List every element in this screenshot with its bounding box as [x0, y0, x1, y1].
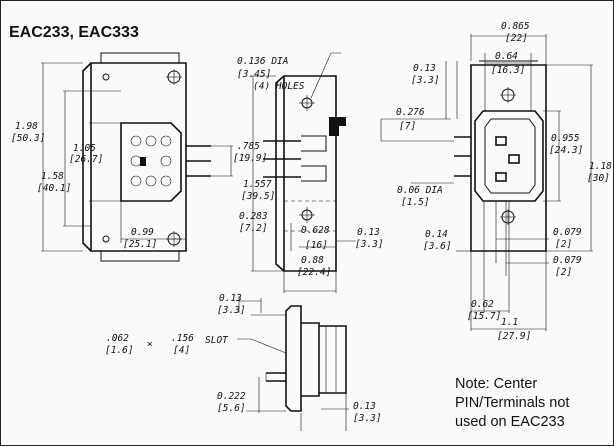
- right-b1-mm: [3.6]: [423, 241, 452, 252]
- right-pin-dia-in: 0.06 DIA: [397, 185, 443, 196]
- side-c-mm: [3.3]: [355, 239, 384, 250]
- right-pin-in: 0.276: [396, 107, 425, 118]
- right-r1-mm: [24.3]: [549, 145, 583, 156]
- side-hole-note: (4) HOLES: [253, 81, 305, 92]
- slot-label: SLOT: [205, 335, 229, 346]
- side-c-in: 0.13: [357, 227, 380, 238]
- bottom-top-mm: [3.3]: [217, 305, 246, 316]
- front-mid-mm: [40.1]: [37, 183, 71, 194]
- bottom-top-in: 0.13: [219, 293, 242, 304]
- right-b5-mm: [27.9]: [497, 331, 531, 342]
- right-b3-mm: [2]: [555, 267, 572, 278]
- front-height-mm: [50.3]: [11, 133, 45, 144]
- right-b2-in: 0.079: [553, 227, 582, 238]
- right-left-in: 0.13: [413, 63, 436, 74]
- side-d-in: 0.88: [301, 255, 324, 266]
- right-r2-in: 1.18: [589, 161, 612, 172]
- side-height-in: 1.557: [243, 179, 272, 190]
- front-inner-mm: [26.7]: [69, 154, 103, 165]
- bottom-br-in: 0.13: [353, 401, 376, 412]
- bottom-pin-in: 0.222: [217, 391, 246, 402]
- front-pin-mm: [19.9]: [233, 153, 267, 164]
- right-b5-in: 1.1: [501, 317, 518, 328]
- bottom-view: [237, 298, 349, 431]
- slot-a-mm: [1.6]: [105, 345, 134, 356]
- front-width-in: 0.99: [131, 227, 154, 238]
- front-pin-in: .785: [237, 141, 260, 152]
- side-hole-dia-mm: [3.45]: [237, 69, 271, 80]
- right-b4-mm: [15.7]: [467, 311, 501, 322]
- slot-a-in: .062: [106, 333, 129, 344]
- side-hole-dia-in: 0.136 DIA: [237, 56, 288, 67]
- right-top-mm: [22]: [505, 33, 528, 44]
- right-r2-mm: [30]: [587, 173, 610, 184]
- right-b3-in: 0.079: [553, 255, 582, 266]
- right-top-in: 0.865: [501, 21, 530, 32]
- right-b2-mm: [2]: [555, 239, 572, 250]
- side-b-in: 0.628: [301, 225, 330, 236]
- right-left-mm: [3.3]: [411, 75, 440, 86]
- side-a-in: 0.283: [239, 211, 268, 222]
- right-pin-mm: [7]: [399, 121, 416, 132]
- slot-b-in: .156: [171, 333, 194, 344]
- side-view: [251, 52, 356, 293]
- front-view: [41, 52, 233, 262]
- front-inner-in: 1.05: [73, 143, 96, 154]
- side-a-mm: [7.2]: [239, 223, 268, 234]
- diagram-title: EAC233, EAC333: [9, 24, 139, 41]
- right-view: [380, 34, 593, 331]
- side-b-mm: [16]: [305, 240, 328, 251]
- front-width-mm: [25.1]: [123, 239, 157, 250]
- slot-b-mm: [4]: [173, 345, 190, 356]
- note-line-2: PIN/Terminals not: [455, 395, 569, 411]
- right-r1-in: 0.955: [551, 133, 580, 144]
- bottom-pin-mm: [5.6]: [217, 403, 246, 414]
- front-height-in: 1.98: [15, 121, 38, 132]
- note-line-3: used on EAC233: [455, 414, 565, 430]
- right-b4-in: 0.62: [471, 299, 494, 310]
- right-top2-mm: [16.3]: [491, 65, 525, 76]
- note-line-1: Note: Center: [455, 376, 537, 392]
- right-top2-in: 0.64: [495, 51, 518, 62]
- right-pin-dia-mm: [1.5]: [401, 197, 430, 208]
- side-height-mm: [39.5]: [241, 191, 275, 202]
- right-b1-in: 0.14: [425, 229, 448, 240]
- front-mid-in: 1.58: [41, 171, 64, 182]
- slot-times: ×: [147, 339, 153, 350]
- bottom-br-mm: [3.3]: [353, 413, 382, 424]
- side-d-mm: [22.4]: [297, 267, 331, 278]
